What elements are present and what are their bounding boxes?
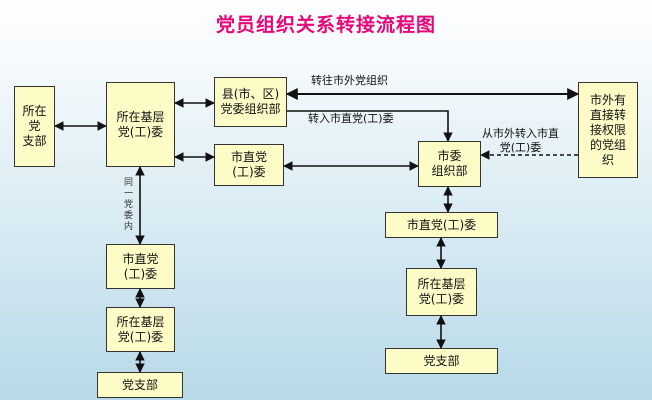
node-grassroots-bottom-left: 所在基层 党(工)委 [106, 307, 175, 352]
label-to-city: 转入市直党(工)委 [308, 112, 394, 125]
node-grassroots-right: 所在基层 党(工)委 [406, 268, 477, 316]
node-city-org-dept: 市委 组织部 [418, 141, 481, 187]
page-title: 党员组织关系转接流程图 [215, 14, 436, 36]
node-branch-bottom-left: 党支部 [97, 372, 183, 398]
node-city-committee-mid: 市直党 (工)委 [214, 144, 284, 186]
node-branch-left: 所在党 支部 [14, 86, 55, 167]
node-branch-right: 党支部 [385, 348, 498, 374]
label-from-outside: 从市外转入市直 党(工)委 [482, 127, 559, 154]
node-city-committee-right: 市直党(工)委 [385, 212, 498, 238]
node-outside-authority: 市外有直接转接权限的党组织 [578, 82, 638, 178]
node-city-committee-left: 市直党 (工)委 [106, 244, 175, 289]
label-to-outside: 转往市外党组织 [311, 74, 388, 87]
node-county-org-dept: 县(市、区) 党委组织部 [214, 77, 287, 127]
label-same-committee: 同一党委内 [123, 178, 133, 232]
arrow-county-cityorg [287, 110, 453, 142]
node-grassroots-left: 所在基层 党(工)委 [106, 82, 175, 167]
